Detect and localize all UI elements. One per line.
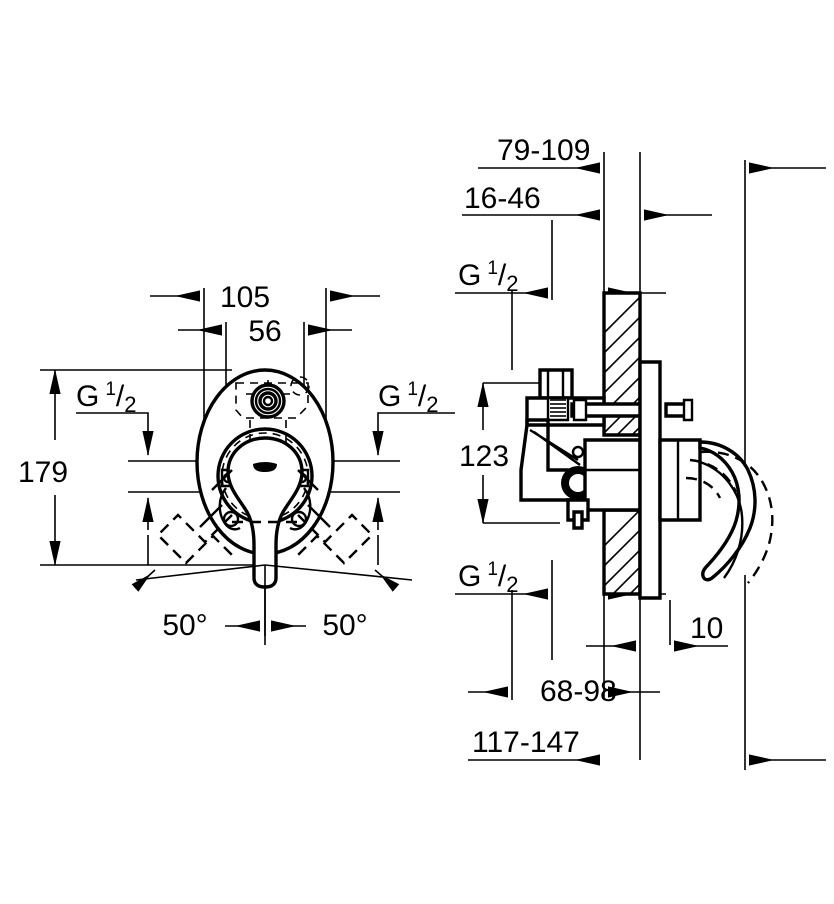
upper-cartridge-outline [235,382,309,419]
dim-angle-right-label: 50° [322,609,367,642]
dim-56-label: 56 [248,315,281,348]
dim-79-109: 79-109 [478,134,826,174]
right-curl-eye [290,510,308,528]
dim-123: 123 [459,382,560,524]
lever-handle-side [698,440,757,582]
dim-angle-right-50: 50° [264,564,413,642]
dim-68-98: 68-98 [468,675,660,708]
lever-swing-dashed-3 [685,476,722,499]
dim-79-109-label: 79-109 [497,134,590,167]
handle-swing-right [297,513,374,565]
dim-56: 56 [178,315,352,348]
front-right-arrows [142,497,384,565]
diverter-ring [258,391,278,411]
center-housing [583,438,642,512]
dim-10-label: 10 [690,612,723,645]
dim-105: 105 [150,281,380,314]
dim-angle-left-50: 50° [131,564,266,645]
bracket-web [529,428,581,466]
dim-16-46-label: 16-46 [464,182,541,215]
wall-section [602,291,642,596]
diverter-mid [254,387,282,415]
left-curl-eye [222,510,240,528]
spindle-collar [572,398,588,422]
top-inlet-lines [546,370,565,398]
dim-68-98-label: 68-98 [540,675,617,708]
indicator-slot [253,462,277,472]
dim-179: 179 [18,369,68,566]
dim-angle-left-label: 50° [162,609,207,642]
swing-indicator-lines [199,469,331,528]
spindle-stub-cap [682,398,694,422]
top-inlet-housing [538,368,574,400]
dim-117-147-label: 117-147 [472,726,580,759]
handle-base [658,438,702,522]
dim-123-label: 123 [459,440,509,473]
dim-10: 10 [586,612,728,652]
knurled-ring [546,396,570,422]
dim-16-46: 16-46 [462,182,712,221]
angle-left-arrow [131,569,156,592]
angle-right-arrow [374,569,400,592]
mixer-side-body [519,360,774,600]
handle-swing-left [156,513,233,565]
dim-117-147: 117-147 [468,726,826,766]
bracket-pin [571,445,585,459]
lever-inner-curve [699,460,744,579]
trim-plate [638,360,662,600]
cartridge-stem [249,420,287,447]
diverter-center [262,395,274,407]
lower-outlet-stem [572,510,584,530]
upper-screw-dashed [290,376,310,396]
dim-179-label: 179 [18,456,68,489]
diverter-ticks [246,380,290,395]
lever-swing-dashed [699,450,774,584]
mixer-front-body [195,368,335,589]
dim-105-label: 105 [220,281,270,314]
